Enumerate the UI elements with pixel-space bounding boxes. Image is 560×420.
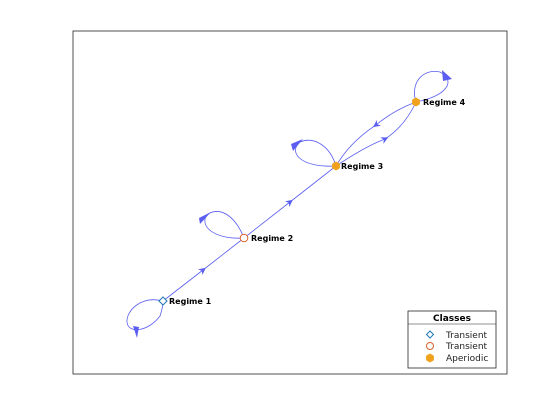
node-regime-3[interactable] [332,161,340,171]
node-label-regime-2: Regime 2 [251,234,293,243]
legend-item-label: Transient [445,342,488,352]
node-regime-4[interactable] [412,97,420,107]
legend-marker-circle-icon [426,342,434,350]
edge-r1-r2 [162,237,245,302]
node-regime-2[interactable] [239,233,249,243]
edge-r3-r4 [335,101,417,167]
legend-marker-diamond-icon [425,330,435,339]
legend-marker-hexagon-icon [426,353,434,363]
node-label-regime-4: Regime 4 [423,98,466,107]
loop-r4-arrow [442,70,452,81]
loop-r1-arrow [133,326,139,338]
legend-item-label: Transient [445,331,488,341]
loop-r1 [126,299,164,330]
node-regime-1[interactable] [158,296,168,306]
edges [126,70,452,338]
edge-r4-r3 [335,101,417,167]
loop-r2-arrow [199,212,211,224]
legend-box [407,310,497,369]
loop-r4 [414,71,449,103]
legend: Classes Transient Transient Aperiodic [407,310,497,369]
loop-r3-arrow [291,139,303,151]
legend-item-label: Aperiodic [446,354,488,364]
node-label-regime-1: Regime 1 [169,297,212,306]
legend-title: Classes [433,314,471,324]
node-label-regime-3: Regime 3 [341,162,383,171]
edge-r2-r3 [243,165,337,239]
nodes: Regime 1 Regime 2 Regime 3 Regime 4 [158,97,466,306]
